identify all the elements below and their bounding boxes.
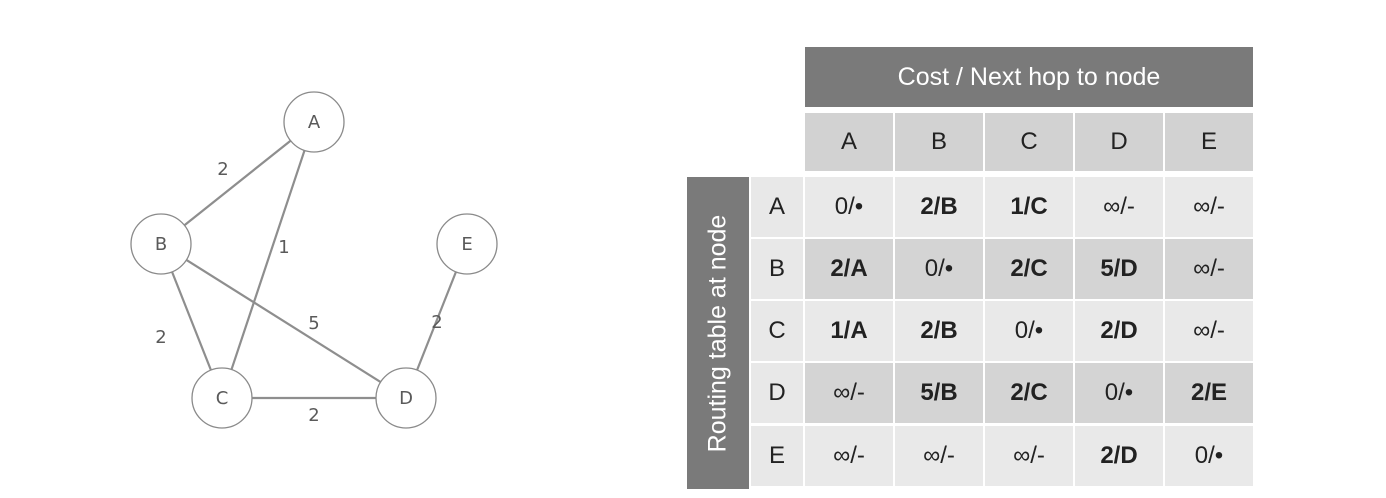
node-d (375, 367, 437, 429)
table-cell-c-a: 1/A (805, 301, 893, 361)
column-header-e: E (1165, 113, 1253, 171)
edge-a-b (183, 139, 292, 227)
table-cell-a-b: 2/B (895, 177, 983, 237)
table-cell-c-b: 2/B (895, 301, 983, 361)
node-a (283, 91, 345, 153)
node-e (436, 213, 498, 275)
edge-b-c (171, 271, 212, 371)
table-cell-e-b: ∞/- (895, 426, 983, 486)
edge-weight-d-e: 2 (431, 312, 442, 333)
table-cell-c-c: 0/• (985, 301, 1073, 361)
table-cell-b-a: 2/A (805, 239, 893, 299)
column-header-c: C (985, 113, 1073, 171)
table-side-title: Routing table at node (703, 214, 732, 452)
node-b (130, 213, 192, 275)
table-cell-e-a: ∞/- (805, 426, 893, 486)
table-header-title: Cost / Next hop to node (805, 47, 1253, 107)
table-cell-d-a: ∞/- (805, 363, 893, 423)
table-side-title-box: Routing table at node (687, 177, 749, 489)
table-cell-a-e: ∞/- (1165, 177, 1253, 237)
node-label-b: B (155, 234, 167, 255)
table-cell-d-e: 2/E (1165, 363, 1253, 423)
edge-weight-b-c: 2 (155, 327, 166, 348)
table-cell-c-e: ∞/- (1165, 301, 1253, 361)
node-c (191, 367, 253, 429)
edge-weight-a-c: 1 (278, 237, 289, 258)
column-header-b: B (895, 113, 983, 171)
table-cell-b-e: ∞/- (1165, 239, 1253, 299)
row-header-e: E (751, 426, 803, 486)
row-header-d: D (751, 363, 803, 423)
table-cell-a-a: 0/• (805, 177, 893, 237)
edge-b-d (185, 259, 382, 383)
routing-table: Cost / Next hop to node Routing table at… (687, 47, 1253, 489)
table-cell-b-b: 0/• (895, 239, 983, 299)
table-cell-e-c: ∞/- (985, 426, 1073, 486)
table-cell-a-c: 1/C (985, 177, 1073, 237)
node-label-c: C (216, 388, 229, 409)
edge-d-e (416, 271, 457, 371)
edge-weight-a-b: 2 (217, 159, 228, 180)
network-graph: 2 1 2 5 2 2 A B C D E (130, 91, 498, 429)
table-cell-e-d: 2/D (1075, 426, 1163, 486)
table-cell-b-c: 2/C (985, 239, 1073, 299)
table-cell-c-d: 2/D (1075, 301, 1163, 361)
edge-a-c (230, 150, 306, 370)
table-cell-d-b: 5/B (895, 363, 983, 423)
edge-weight-c-d: 2 (308, 405, 319, 426)
table-cell-e-e: 0/• (1165, 426, 1253, 486)
node-label-a: A (308, 112, 321, 133)
node-label-d: D (399, 388, 413, 409)
column-header-a: A (805, 113, 893, 171)
row-header-a: A (751, 177, 803, 237)
row-header-c: C (751, 301, 803, 361)
table-cell-d-d: 0/• (1075, 363, 1163, 423)
column-header-d: D (1075, 113, 1163, 171)
edge-weight-b-d: 5 (308, 313, 319, 334)
table-cell-b-d: 5/D (1075, 239, 1163, 299)
row-header-b: B (751, 239, 803, 299)
node-label-e: E (461, 234, 472, 255)
table-cell-a-d: ∞/- (1075, 177, 1163, 237)
table-cell-d-c: 2/C (985, 363, 1073, 423)
